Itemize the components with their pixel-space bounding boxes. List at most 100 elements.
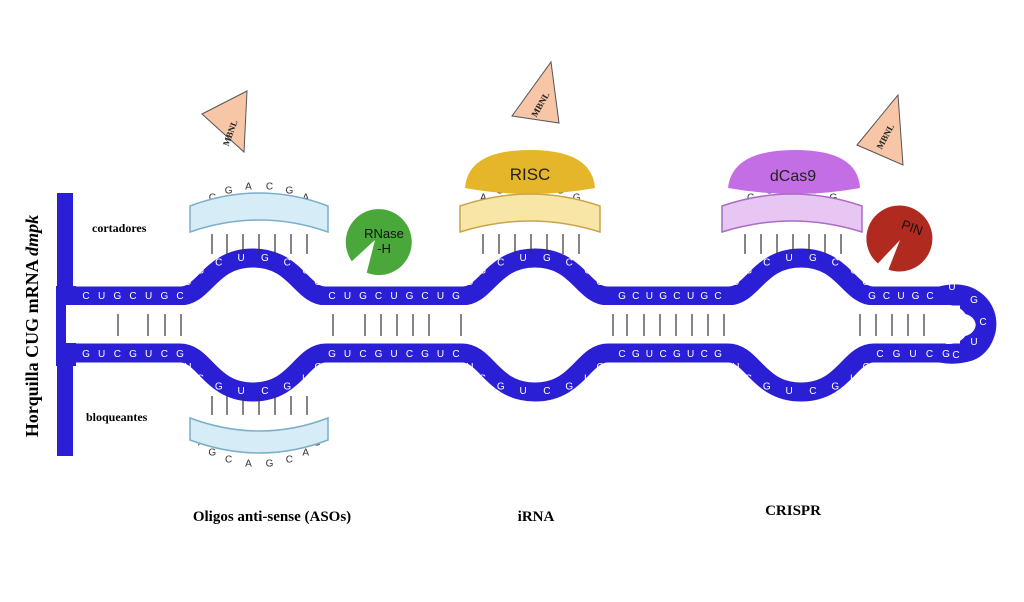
aso-blocker-nt: C: [286, 455, 293, 466]
rna-bottom-bulge-nt: G: [565, 382, 573, 393]
rnase-label-1: RNase: [364, 226, 404, 241]
rna-top-nt: G: [452, 291, 460, 302]
rna-bottom-nt: C: [114, 349, 121, 360]
rna-top-bulge-nt: U: [238, 253, 245, 264]
rna-top-bulge-nt: U: [520, 253, 527, 264]
risc-label: RISC: [510, 165, 551, 184]
rna-top-nt: C: [375, 291, 382, 302]
rna-top-bulge-nt: U: [732, 277, 739, 288]
rna-bottom-bulge-nt: C: [596, 362, 603, 373]
rna-top-nt: G: [912, 291, 920, 302]
rna-bottom-nt: G: [176, 349, 184, 360]
rna-loop-nt: U: [970, 337, 977, 348]
vertical-title: Horquilla CUG mRNA dmpk: [22, 215, 42, 437]
rna-bottom-bulge-nt: C: [809, 386, 816, 397]
aso-blocker-nt: C: [225, 455, 232, 466]
rna-loop-nt: U: [948, 282, 955, 293]
rna-bottom-bulge-nt: G: [215, 382, 223, 393]
mbnl-1: MBNL: [201, 90, 248, 154]
rna-top-nt: G: [868, 291, 876, 302]
section-label-irna: iRNA: [518, 509, 555, 525]
rna-bottom-bulge-nt: G: [283, 382, 291, 393]
rna-top-nt: U: [646, 291, 653, 302]
rna-bottom-bulge-nt: C: [261, 386, 268, 397]
aso-cutter-nt: A: [302, 193, 309, 204]
pin-label: PIN: [899, 217, 924, 239]
rna-top-nt: U: [437, 291, 444, 302]
blockers-label: bloqueantes: [86, 410, 148, 424]
rna-top-bulge-nt: U: [184, 277, 191, 288]
aso-cutter-nt: C: [209, 193, 216, 204]
pin-enzyme: PIN: [866, 205, 933, 272]
rna-bottom-bulge-nt: U: [732, 362, 739, 373]
rna-top-nt: C: [883, 291, 890, 302]
rna-bottom-nt: G: [129, 349, 137, 360]
aso-cutter-nt: A: [245, 181, 252, 192]
rna-top-nt: U: [344, 291, 351, 302]
rna-bottom-nt: C: [926, 349, 933, 360]
rna-bottom-nt: C: [701, 349, 708, 360]
risc-guide-nt: A: [480, 193, 487, 204]
rna-top-nt: G: [659, 291, 667, 302]
rna-top-bulge-nt: C: [832, 257, 839, 268]
rna-top-nt: G: [160, 291, 168, 302]
rna-top-bulge-nt: U: [786, 253, 793, 264]
rna-top-strand: [66, 248, 995, 356]
rna-top-bulge-nt: G: [261, 253, 269, 264]
rna-bottom-bulge-nt: U: [302, 373, 309, 384]
rna-bottom-nt: G: [714, 349, 722, 360]
rna-bottom-bulge-nt: C: [745, 373, 752, 384]
rna-bottom-nt: C: [161, 349, 168, 360]
rna-bottom-bulge-nt: C: [314, 362, 321, 373]
aso-cutter-oligo: [189, 192, 329, 254]
rna-top-nt: G: [618, 291, 626, 302]
dcas9-complex: dCas9: [721, 150, 863, 254]
rna-bottom-nt: U: [437, 349, 444, 360]
rna-top-nt: G: [700, 291, 708, 302]
rna-top-bulge-nt: G: [478, 266, 486, 277]
rna-top-bulge-nt: G: [196, 266, 204, 277]
rna-bottom-bulge-nt: U: [520, 386, 527, 397]
rna-top-nt: C: [421, 291, 428, 302]
rna-bottom-nt: G: [942, 349, 950, 360]
rna-bottom-nt: U: [390, 349, 397, 360]
risc-complex: RISC: [459, 150, 601, 254]
rna-bottom-bulge-nt: C: [197, 373, 204, 384]
dcas9-label: dCas9: [770, 168, 816, 185]
rna-bottom-nt: C: [406, 349, 413, 360]
rna-bottom-bulge-nt: U: [184, 362, 191, 373]
rna-bottom-bulge-nt: C: [862, 362, 869, 373]
rna-top-bulge-nt: C: [497, 257, 504, 268]
rna-top-bulge-nt: U: [584, 266, 591, 277]
rna-bottom-nt: G: [632, 349, 640, 360]
rna-top-nt: U: [897, 291, 904, 302]
loop-hole: [946, 305, 969, 344]
rna-bottom-nt: U: [344, 349, 351, 360]
rna-top-bulge-nt: U: [302, 266, 309, 277]
rna-bottom-bulge-nt: U: [466, 362, 473, 373]
rna-bottom-nt: C: [618, 349, 625, 360]
rnase-h-enzyme: RNase -H: [345, 209, 412, 276]
cutters-label: cortadores: [92, 221, 147, 235]
rna-top-nt: C: [714, 291, 721, 302]
mbnl-3: MBNL: [856, 93, 904, 166]
duplex-bonds: [117, 314, 925, 336]
section-label-crispr: CRISPR: [765, 503, 821, 519]
rna-bottom-nt: C: [660, 349, 667, 360]
rna-loop-nt: G: [970, 295, 978, 306]
rna-bottom-nt: U: [145, 349, 152, 360]
duplex-gap: [66, 305, 946, 343]
rna-top-nt: C: [926, 291, 933, 302]
rna-bottom-bulge-nt: C: [543, 386, 550, 397]
section-label-asos: Oligos anti-sense (ASOs): [193, 509, 351, 525]
rna-top-bulge-nt: G: [596, 277, 604, 288]
rna-bottom-nt: C: [359, 349, 366, 360]
rna-top-nt: G: [113, 291, 121, 302]
rna-bottom-bulge-nt: U: [238, 386, 245, 397]
risc-guide-nt: G: [573, 193, 581, 204]
rna-bottom-nt: U: [909, 349, 916, 360]
mbnl-2: MBNL: [511, 60, 560, 124]
rna-loop: [937, 284, 997, 364]
rna-top-nt: U: [145, 291, 152, 302]
